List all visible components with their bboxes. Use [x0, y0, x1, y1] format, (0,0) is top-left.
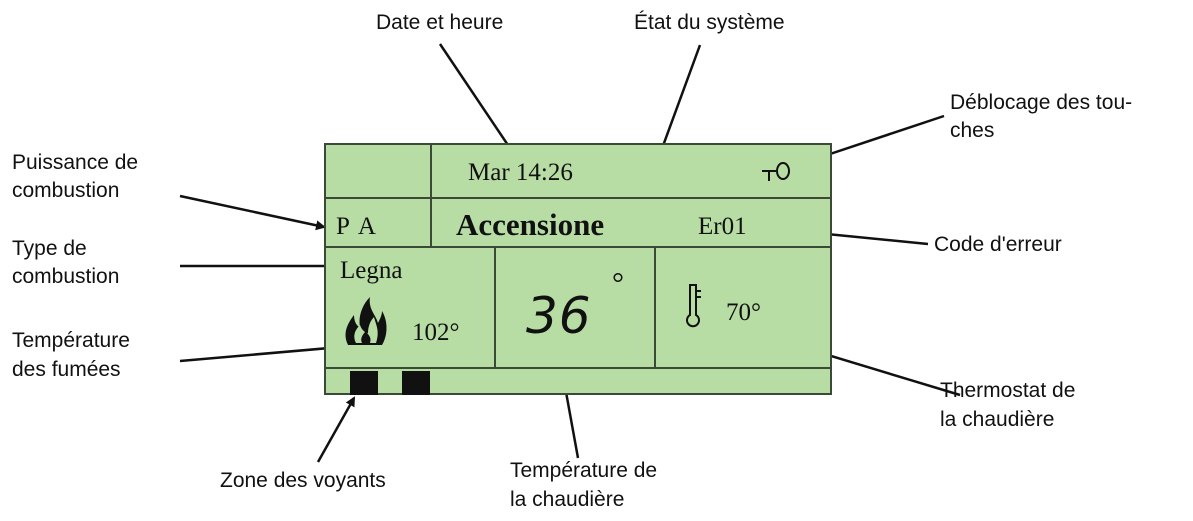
indicator-light	[402, 371, 430, 395]
lcd-divider	[326, 197, 830, 199]
label-temp-chaudiere-1: Température de	[510, 459, 658, 482]
flame-icon	[340, 293, 390, 349]
lcd-thermostat-setpoint: 70°	[726, 299, 761, 326]
arrow-puissance	[179, 194, 326, 231]
lcd-power-mode: P A	[336, 213, 378, 240]
label-temp-fumees-1: Température	[12, 329, 130, 352]
lcd-display: Mar 14:26 P A Accensione Er01 Legna 102°…	[324, 143, 832, 395]
lcd-divider	[326, 246, 830, 248]
label-zone-voyants: Zone des voyants	[220, 469, 386, 492]
label-puissance-2: combustion	[12, 179, 120, 202]
lcd-error-code: Er01	[698, 213, 747, 240]
lcd-divider	[494, 247, 496, 367]
lcd-divider	[654, 247, 656, 367]
label-temp-fumees-2: des fumées	[12, 358, 121, 381]
lcd-boiler-degree: °	[612, 267, 624, 300]
label-etat-systeme: État du système	[634, 11, 785, 34]
lcd-datetime: Mar 14:26	[468, 159, 573, 186]
label-temp-chaudiere-2: la chaudière	[510, 488, 625, 511]
lcd-divider	[326, 367, 830, 369]
label-thermostat-2: la chaudière	[940, 408, 1055, 431]
label-type-1: Type de	[12, 237, 87, 260]
lcd-fuel-type: Legna	[340, 257, 403, 284]
label-type-2: combustion	[12, 265, 120, 288]
lcd-divider	[430, 145, 432, 247]
arrow-zone-voyants	[316, 396, 356, 463]
label-date-heure: Date et heure	[376, 11, 504, 34]
label-puissance-1: Puissance de	[12, 151, 139, 174]
label-deblocage-1: Déblocage des tou-	[950, 91, 1133, 114]
label-deblocage-2: ches	[950, 119, 995, 142]
indicator-light	[350, 371, 378, 395]
lcd-boiler-temp: 36	[526, 287, 592, 345]
lcd-smoke-temp: 102°	[412, 319, 460, 346]
lcd-system-status: Accensione	[456, 207, 605, 242]
label-thermostat-1: Thermostat de	[940, 379, 1076, 402]
label-code-erreur: Code d'erreur	[934, 233, 1062, 256]
key-unlock-icon	[758, 149, 798, 189]
thermometer-icon	[682, 281, 706, 331]
